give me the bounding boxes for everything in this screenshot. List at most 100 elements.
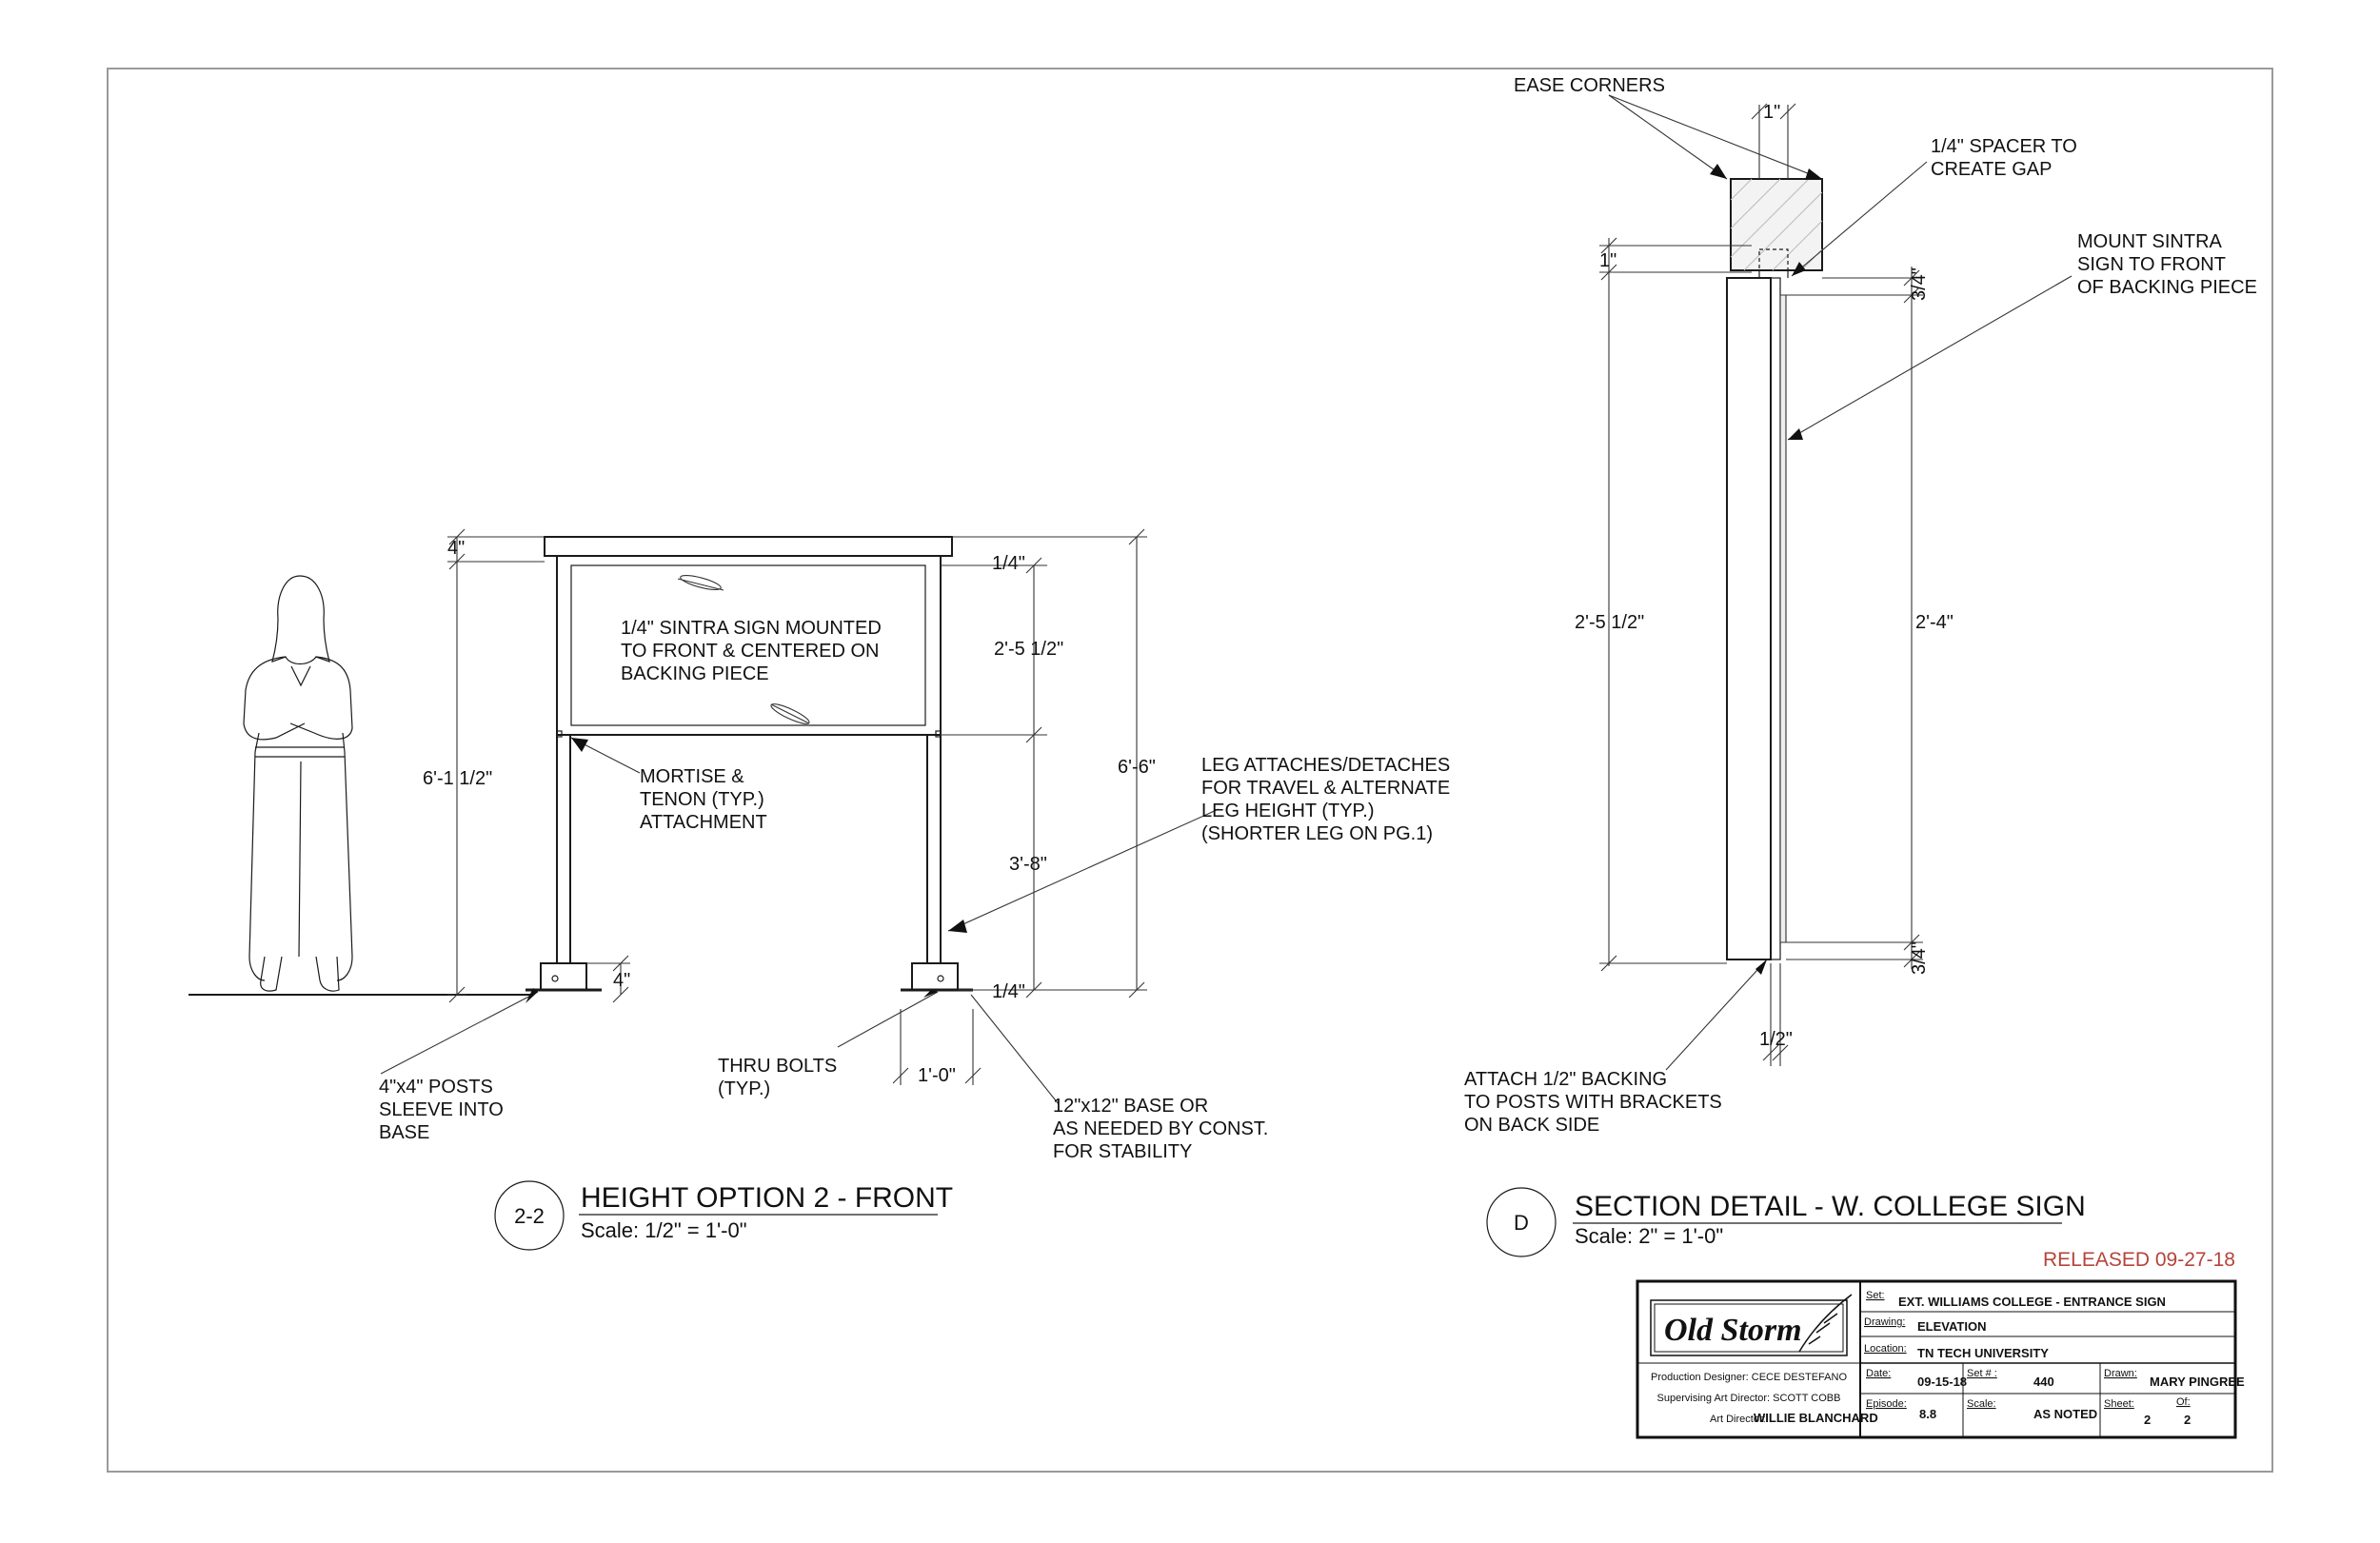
location-value: TN TECH UNIVERSITY bbox=[1917, 1346, 2049, 1360]
of-label: Of: bbox=[2176, 1396, 2191, 1408]
view-scale: Scale: 1/2" = 1'-0" bbox=[581, 1218, 747, 1242]
view-title: HEIGHT OPTION 2 - FRONT bbox=[581, 1182, 953, 1214]
spacer-note-line-1: 1/4" SPACER TO bbox=[1931, 136, 2077, 157]
mortise-note-line-3: ATTACHMENT bbox=[640, 812, 767, 833]
title-block: Old Storm Production Designer: CECE DEST… bbox=[1636, 1279, 2245, 1439]
mortise-arrowhead bbox=[571, 738, 588, 752]
section-tag: D bbox=[1514, 1211, 1529, 1235]
view-tag-circle bbox=[494, 1180, 565, 1251]
section-scale: Scale: 2" = 1'-0" bbox=[1575, 1224, 1723, 1248]
leg-arrowhead bbox=[948, 920, 967, 933]
section-callouts: EASE CORNERS 1/4" SPACER TO CREATE GAP M… bbox=[1464, 75, 2257, 1136]
base-note-line-2: AS NEEDED BY CONST. bbox=[1053, 1118, 1268, 1139]
section-detail bbox=[1599, 94, 2073, 1071]
bolts-arrowhead bbox=[923, 990, 938, 998]
released-stamp: RELEASED 09-27-18 bbox=[2043, 1249, 2235, 1271]
posts-note-line-1: 4"x4" POSTS bbox=[379, 1077, 493, 1098]
attach-note-line-2: TO POSTS WITH BRACKETS bbox=[1464, 1092, 1722, 1113]
credit-supervising-ad: Supervising Art Director: SCOTT COBB bbox=[1657, 1393, 1841, 1404]
sheet-border bbox=[107, 68, 2273, 1473]
bolts-note-line-1: THRU BOLTS bbox=[718, 1056, 837, 1077]
spacer-hidden bbox=[1758, 248, 1789, 271]
right-leg bbox=[926, 734, 942, 964]
sintra-sign bbox=[570, 564, 926, 726]
mortise-note-line-1: MORTISE & bbox=[640, 766, 744, 787]
dim-half: 1/2" bbox=[1759, 1029, 1793, 1050]
date-label: Date: bbox=[1866, 1368, 1891, 1379]
posts-note-line-2: SLEEVE INTO bbox=[379, 1099, 504, 1120]
drawn-value: MARY PINGREE bbox=[2150, 1375, 2245, 1389]
base-note-line-1: 12"x12" BASE OR bbox=[1053, 1096, 1208, 1117]
episode-label: Episode: bbox=[1866, 1398, 1907, 1410]
drawn-label: Drawn: bbox=[2104, 1368, 2137, 1379]
post-section bbox=[1726, 277, 1772, 960]
mount-note-line-2: SIGN TO FRONT bbox=[2077, 254, 2226, 275]
dim-section-height-right: 2'-4" bbox=[1915, 612, 1954, 633]
sign-note-line-2: TO FRONT & CENTERED ON bbox=[621, 641, 880, 662]
sign-note-line-1: 1/4" SINTRA SIGN MOUNTED bbox=[621, 618, 882, 639]
backing-panel bbox=[556, 555, 942, 736]
mortise-note-line-2: TENON (TYP.) bbox=[640, 789, 764, 810]
drawing-label: Drawing: bbox=[1864, 1316, 1905, 1328]
dim-base-width: 1'-0" bbox=[918, 1065, 956, 1086]
date-value: 09-15-18 bbox=[1917, 1375, 1967, 1389]
left-tenon bbox=[556, 730, 563, 738]
credit-ad-name: WILLIE BLANCHARD bbox=[1754, 1411, 1878, 1425]
left-bolt bbox=[551, 975, 559, 982]
dim-three-quarter-top: 3/4" bbox=[1909, 267, 1930, 301]
spacer-note-line-2: CREATE GAP bbox=[1931, 159, 2052, 180]
bolts-note-line-2: (TYP.) bbox=[718, 1078, 770, 1099]
right-base-sleeve bbox=[911, 962, 959, 991]
right-tenon bbox=[935, 730, 942, 738]
dim-base-4: 4" bbox=[613, 970, 630, 991]
scale-label: Scale: bbox=[1967, 1398, 1996, 1410]
studio-logo-text: Old Storm bbox=[1664, 1313, 1802, 1348]
sign-note-line-3: BACKING PIECE bbox=[621, 663, 769, 684]
dim-three-quarter-bottom: 3/4" bbox=[1909, 941, 1930, 975]
backing-section bbox=[1770, 277, 1781, 960]
base-note-line-3: FOR STABILITY bbox=[1053, 1141, 1192, 1162]
dim-overall: 6'-6" bbox=[1118, 757, 1156, 778]
section-view-title: D SECTION DETAIL - W. COLLEGE SIGN Scale… bbox=[1486, 1187, 2086, 1257]
sheet-value: 2 bbox=[2144, 1413, 2151, 1427]
attach-note-line-3: ON BACK SIDE bbox=[1464, 1115, 1599, 1136]
dim-top-4: 4" bbox=[447, 538, 465, 559]
right-bolt bbox=[937, 975, 944, 982]
location-label: Location: bbox=[1864, 1343, 1907, 1355]
episode-value: 8.8 bbox=[1919, 1407, 1936, 1421]
attach-note-line-1: ATTACH 1/2" BACKING bbox=[1464, 1069, 1667, 1090]
posts-arrowhead bbox=[526, 988, 538, 1003]
dim-side-1: 1" bbox=[1599, 250, 1616, 271]
cap-block bbox=[1730, 178, 1823, 271]
dim-top-quarter: 1/4" bbox=[992, 553, 1025, 574]
leg-note-line-4: (SHORTER LEG ON PG.1) bbox=[1201, 823, 1433, 844]
sintra-section bbox=[1779, 294, 1787, 943]
left-leg bbox=[556, 734, 571, 964]
setno-label: Set # : bbox=[1967, 1368, 1997, 1379]
credit-ad-label: Art Director: bbox=[1710, 1414, 1766, 1425]
leg-note-line-1: LEG ATTACHES/DETACHES bbox=[1201, 755, 1450, 776]
ease-note: EASE CORNERS bbox=[1514, 75, 1665, 96]
drawing-value: ELEVATION bbox=[1917, 1319, 1986, 1334]
left-base-sleeve bbox=[540, 962, 587, 991]
studio-logo bbox=[1650, 1299, 1848, 1356]
top-cap bbox=[544, 536, 953, 557]
dim-bottom-quarter: 1/4" bbox=[992, 981, 1025, 1002]
posts-note-line-3: BASE bbox=[379, 1122, 429, 1143]
elevation-view-title: 2-2 HEIGHT OPTION 2 - FRONT Scale: 1/2" … bbox=[494, 1180, 953, 1251]
section-tag-circle bbox=[1486, 1187, 1557, 1257]
view-tag: 2-2 bbox=[514, 1204, 545, 1228]
dim-height-left: 6'-1 1/2" bbox=[423, 768, 492, 789]
sheet-label: Sheet: bbox=[2104, 1398, 2134, 1410]
set-label: Set: bbox=[1866, 1290, 1885, 1301]
set-value: EXT. WILLIAMS COLLEGE - ENTRANCE SIGN bbox=[1898, 1295, 2166, 1309]
credit-production-designer: Production Designer: CECE DESTEFANO bbox=[1651, 1372, 1847, 1383]
leg-note-line-3: LEG HEIGHT (TYP.) bbox=[1201, 801, 1375, 821]
scale-value: AS NOTED bbox=[2033, 1407, 2097, 1421]
dim-leg-height: 3'-8" bbox=[1009, 854, 1047, 875]
dim-sign-height: 2'-5 1/2" bbox=[994, 639, 1063, 660]
dim-section-height-left: 2'-5 1/2" bbox=[1575, 612, 1644, 633]
front-elevation bbox=[188, 528, 1220, 1105]
mount-note-line-1: MOUNT SINTRA bbox=[2077, 231, 2223, 252]
